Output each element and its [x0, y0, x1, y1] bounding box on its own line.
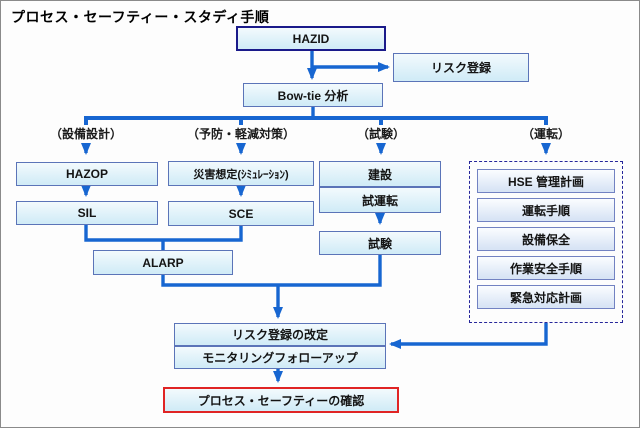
node-hazop: HAZOP [16, 162, 158, 186]
operation-group-box [469, 161, 623, 323]
node-construction: 建設 [319, 161, 441, 187]
node-sil: SIL [16, 201, 158, 225]
node-risk-register-revision: リスク登録の改定 [174, 323, 386, 346]
node-disaster-simulation: 災害想定(ｼﾐｭﾚｰｼｮﾝ) [168, 161, 314, 186]
node-work-safety-procedure: 作業安全手順 [477, 256, 615, 280]
node-monitoring-followup: モニタリングフォローアップ [174, 346, 386, 369]
node-bowtie-analysis: Bow-tie 分析 [243, 83, 383, 107]
distribution-line [84, 116, 548, 125]
node-operating-procedure: 運転手順 [477, 198, 615, 222]
node-hazid: HAZID [236, 26, 386, 51]
node-alarp: ALARP [93, 250, 233, 275]
page-title: プロセス・セーフティー・スタディ手順 [11, 9, 270, 25]
node-test: 試験 [319, 231, 441, 255]
branch-label-operation: （運転） [521, 127, 570, 141]
node-sce: SCE [168, 201, 314, 226]
line-alarp-test-merge [161, 255, 382, 287]
branch-label-test: （試験） [356, 127, 405, 141]
node-commissioning: 試運転 [319, 187, 441, 213]
node-risk-register: リスク登録 [393, 53, 529, 82]
arrow-operation-to-risk-revision [389, 323, 548, 349]
line-sil-sce-merge [84, 225, 243, 242]
branch-label-prevention: （予防・軽減対策） [186, 127, 295, 141]
node-hse-management-plan: HSE 管理計画 [477, 169, 615, 193]
branch-label-design: （設備設計） [49, 127, 122, 141]
node-emergency-response-plan: 緊急対応計画 [477, 285, 615, 309]
node-process-safety-confirmation: プロセス・セーフティーの確認 [163, 387, 399, 413]
node-equipment-maintenance: 設備保全 [477, 227, 615, 251]
